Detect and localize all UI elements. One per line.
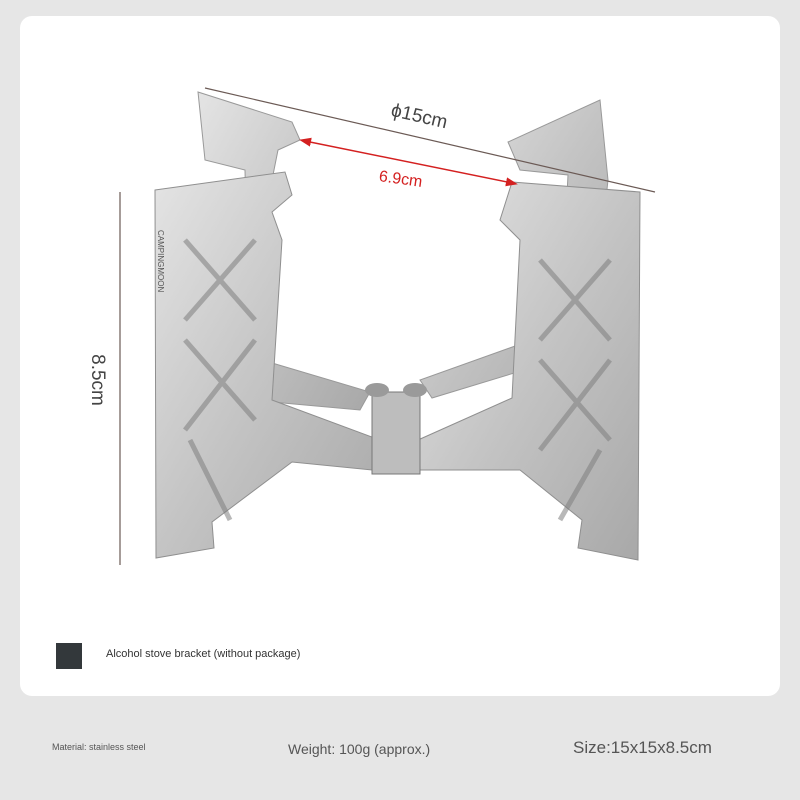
color-option-label: Alcohol stove bracket (without package) — [106, 648, 301, 660]
lattice-cutouts — [183, 238, 612, 522]
size-spec: Size:15x15x8.5cm — [573, 738, 712, 757]
product-card — [20, 16, 780, 696]
weight-spec: Weight: 100g (approx.) — [288, 741, 431, 757]
inner-label: 6.9cm — [378, 168, 424, 191]
color-swatch[interactable] — [56, 643, 82, 669]
height-label: 8.5cm — [87, 354, 108, 406]
front-right-panel — [417, 181, 641, 561]
diameter-label: ϕ15cm — [389, 100, 449, 133]
material-spec: Material: stainless steel — [52, 742, 146, 752]
back-left-panel — [197, 91, 371, 411]
front-left-panel — [154, 171, 381, 559]
brand-engraving: CAMPINGMOON — [156, 230, 165, 292]
inner-dimension-line — [299, 137, 518, 187]
hinge — [371, 391, 421, 475]
